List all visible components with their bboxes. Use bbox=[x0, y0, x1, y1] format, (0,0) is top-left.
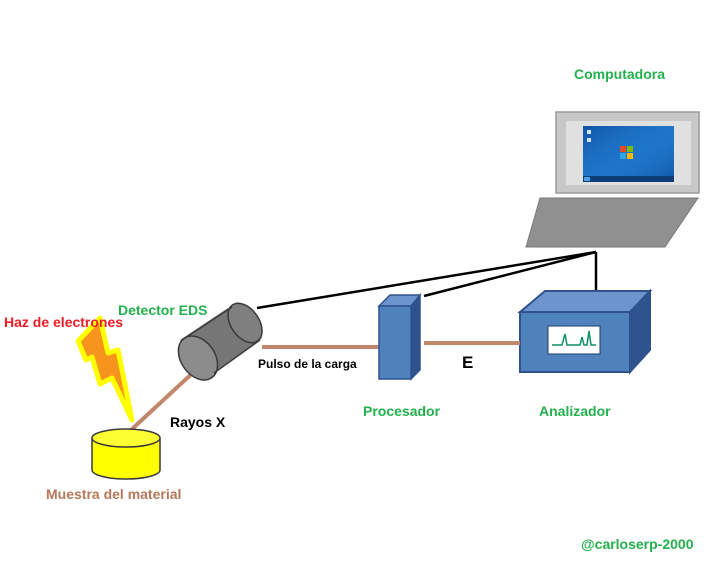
energy-label: E bbox=[462, 353, 474, 372]
analyzer-box-icon bbox=[517, 288, 653, 375]
cylinder-detector-icon bbox=[177, 302, 263, 381]
detector-computer-line bbox=[256, 250, 597, 310]
sample-cylinder-icon bbox=[91, 428, 161, 480]
processor-label: Procesador bbox=[363, 403, 441, 419]
laptop-icon bbox=[525, 111, 700, 248]
processor-computer-line bbox=[423, 250, 597, 298]
laptop-keyboard bbox=[525, 197, 699, 248]
xrays-label: Rayos X bbox=[170, 414, 226, 430]
charge-pulse-label: Pulso de la carga bbox=[258, 357, 357, 371]
analyzer-label: Analizador bbox=[539, 403, 611, 419]
windows-logo-icon bbox=[620, 146, 633, 159]
signal-cables bbox=[129, 341, 520, 432]
detector-label: Detector EDS bbox=[118, 302, 208, 318]
electron-beam-label: Haz de electrones bbox=[4, 314, 124, 330]
computer-label: Computadora bbox=[574, 66, 665, 82]
xray-path bbox=[129, 366, 200, 432]
credit-label: @carloserp-2000 bbox=[581, 536, 694, 552]
processor-box-icon bbox=[377, 292, 422, 381]
sample-label: Muestra del material bbox=[46, 486, 182, 502]
lightning-bolt-icon bbox=[75, 315, 135, 423]
spectrum-trace bbox=[552, 330, 596, 346]
computer-connection-lines bbox=[256, 250, 598, 310]
analyzer-screen bbox=[547, 325, 601, 355]
